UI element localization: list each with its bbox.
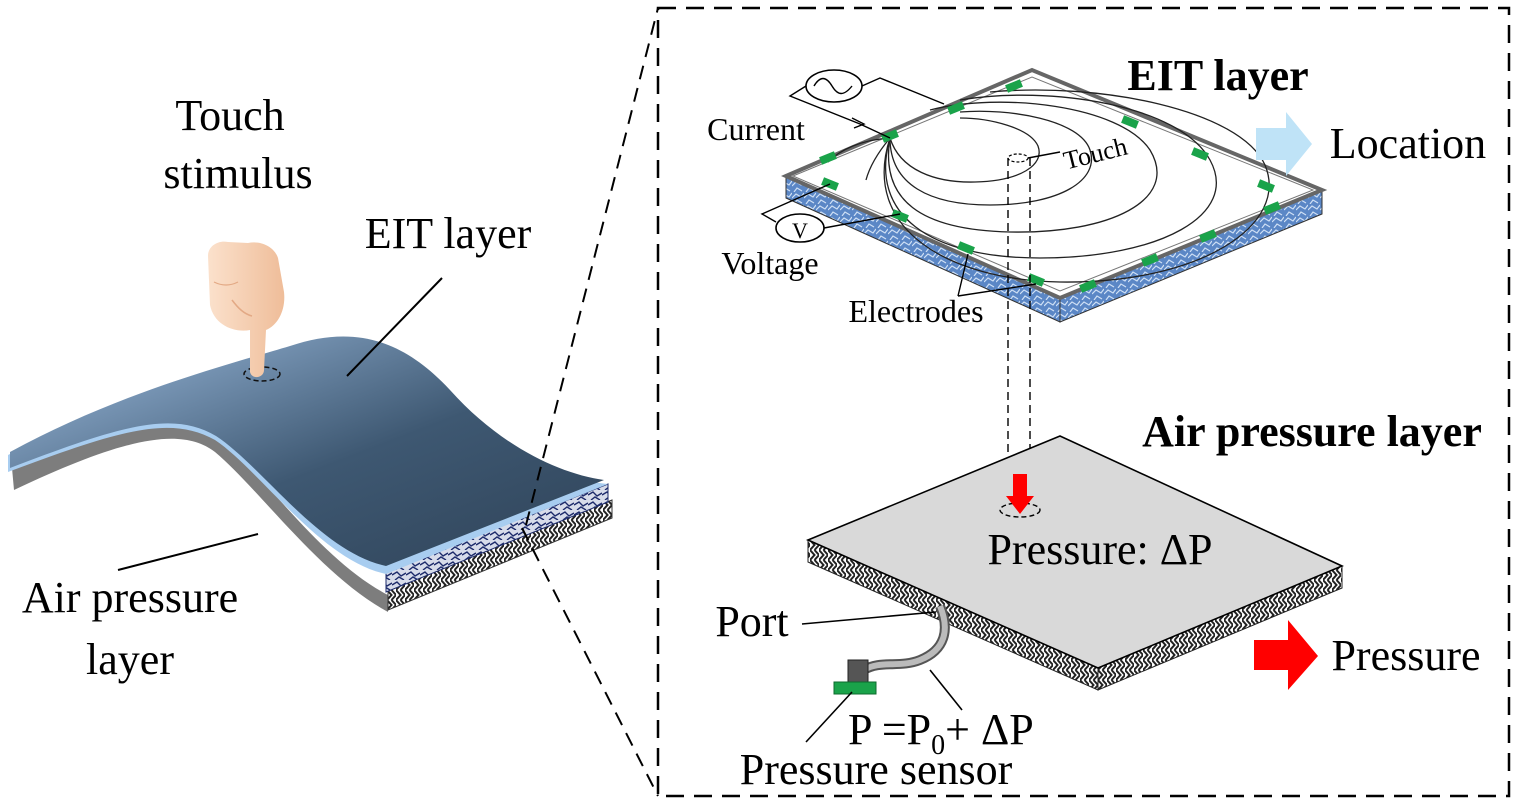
electrode <box>947 101 965 115</box>
electrodes-label: Electrodes <box>848 293 983 329</box>
electrode <box>1027 273 1045 287</box>
zoom-connector-bottom <box>521 527 659 797</box>
port-label: Port <box>715 597 788 646</box>
zoom-connector-top <box>525 7 659 526</box>
pressure-arrow-icon <box>1254 620 1318 690</box>
touch-stimulus-label-1: Touch <box>175 91 284 140</box>
touch-leader <box>1027 151 1061 159</box>
equation-rest: + ΔP <box>945 705 1034 754</box>
electrode <box>819 151 837 165</box>
electrode <box>957 241 975 255</box>
pressure-sensor-label: Pressure sensor <box>740 745 1013 794</box>
electrode <box>1257 179 1275 193</box>
port-leader <box>801 611 937 625</box>
pressure-sensor-icon <box>833 604 950 695</box>
air-pressure-label-1: Air pressure <box>22 573 238 622</box>
electrode <box>1121 115 1139 129</box>
pressure-equation: P =P0+ ΔP <box>848 705 1034 761</box>
electrode <box>1005 79 1023 93</box>
voltage-label: Voltage <box>721 245 818 281</box>
eit-layer-leader <box>346 277 443 377</box>
touch-stimulus-label-2: stimulus <box>163 149 312 198</box>
air-layer-leader <box>117 533 259 571</box>
finger-icon <box>208 241 285 378</box>
electrode <box>1199 229 1217 243</box>
sensor-leader <box>805 691 853 743</box>
current-label: Current <box>707 111 805 147</box>
eit-layer-label-left: EIT layer <box>365 209 532 258</box>
equation-leader <box>929 669 963 711</box>
voltmeter-symbol: V <box>792 218 808 243</box>
touch-point-marker <box>243 366 281 382</box>
eit-layer-title: EIT layer <box>1127 51 1308 100</box>
equation-subscript: 0 <box>931 730 945 761</box>
location-arrow-icon <box>1256 112 1312 176</box>
voltmeter-icon: V <box>760 183 901 243</box>
pressure-delta-label: Pressure: ΔP <box>987 525 1212 574</box>
air-pressure-label-2: layer <box>86 635 174 684</box>
electrode <box>1191 147 1209 161</box>
current-source-icon <box>788 69 945 139</box>
electrodes-leader <box>957 253 1037 297</box>
pressure-down-arrow-icon <box>1006 474 1034 514</box>
location-label: Location <box>1330 119 1486 168</box>
pressure-label: Pressure <box>1331 631 1480 680</box>
electrode <box>891 209 909 223</box>
eit-layer-plate <box>781 67 1328 323</box>
electrode <box>1141 253 1159 267</box>
electrode <box>1079 279 1097 293</box>
eit-sheet-surface <box>10 336 604 566</box>
zoom-frame <box>656 6 1511 798</box>
electrode <box>881 129 899 143</box>
equation-p: P =P <box>848 705 931 754</box>
air-pressure-plate <box>805 435 1344 691</box>
left-illustration <box>8 241 613 612</box>
air-pressure-layer-title: Air pressure layer <box>1142 407 1482 456</box>
electrode <box>1263 201 1281 215</box>
